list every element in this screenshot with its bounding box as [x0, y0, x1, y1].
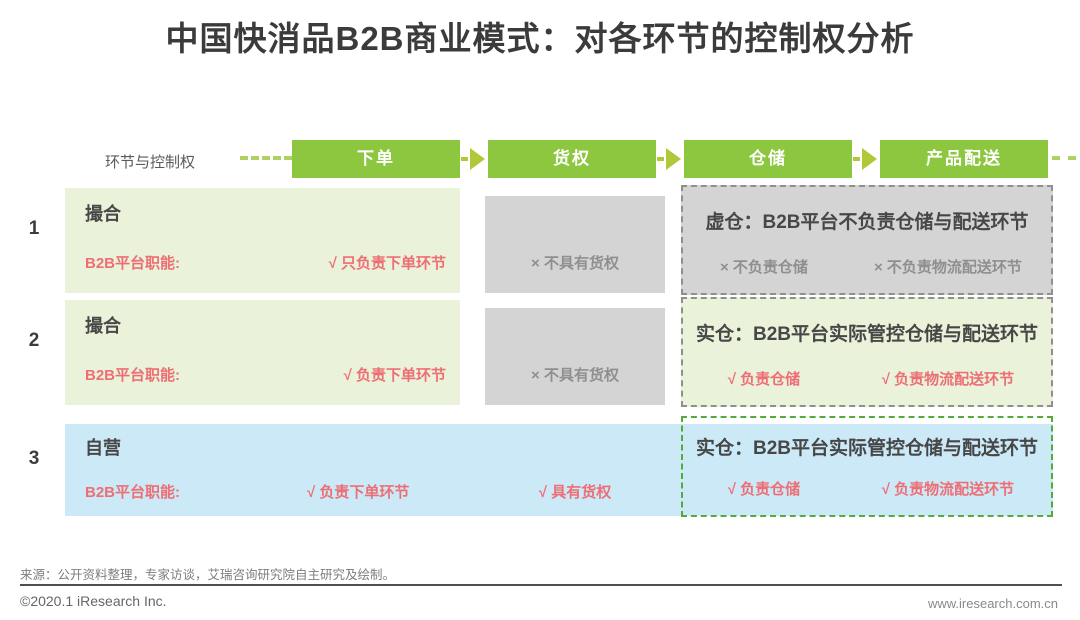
warehouse-status-item: √ 负责仓储 [727, 371, 801, 388]
order-status-item: √ 只负责下单环节 [328, 255, 446, 272]
warehouse-status-item: √ 负责仓储 [727, 481, 801, 498]
warehouse-mode-title: 实仓：B2B平台实际管控仓储与配送环节 [695, 438, 1038, 459]
mode-box: 撮合 B2B平台职能: √ 负责下单环节 [65, 300, 460, 405]
delivery-status-item: × 不负责物流配送环节 [873, 259, 1022, 276]
flow-header-label: 环节与控制权 [105, 154, 196, 171]
copyright-note: ©2020.1 iResearch Inc. [20, 593, 167, 609]
row-number: 1 [28, 218, 40, 239]
warehouse-delivery-items: √ 负责仓储 √ 负责物流配送环节 [683, 478, 1051, 499]
order-status-item: √ 负责下单环节 [307, 484, 410, 501]
footer-divider [20, 584, 1062, 586]
warehouse-delivery-box: 虚仓：B2B平台不负责仓储与配送环节 × 不负责仓储 × 不负责物流配送环节 [681, 185, 1053, 295]
stage-box-delivery: 产品配送 [880, 140, 1048, 178]
warehouse-delivery-items: √ 负责仓储 √ 负责物流配送环节 [683, 368, 1051, 389]
stage-box-goods-rights: 货权 [488, 140, 656, 178]
goods-rights-status-item: √ 具有货权 [538, 484, 612, 501]
goods-rights-status-item: × 不具有货权 [531, 367, 619, 384]
flow-arrow-icon [657, 140, 681, 178]
goods-rights-box: × 不具有货权 [485, 196, 665, 293]
dashed-connector-leading [240, 156, 292, 160]
self-operated-box: 自营 B2B平台职能: √ 负责下单环节 √ 具有货权 [65, 424, 1053, 516]
delivery-status-item: √ 负责物流配送环节 [881, 371, 1015, 388]
arrow-stub [657, 157, 664, 161]
mode-label: 撮合 [85, 316, 121, 336]
flow-arrow-icon [461, 140, 485, 178]
warehouse-mode-title: 虚仓：B2B平台不负责仓储与配送环节 [705, 212, 1029, 233]
warehouse-delivery-box: 实仓：B2B平台实际管控仓储与配送环节 √ 负责仓储 √ 负责物流配送环节 [681, 416, 1053, 517]
platform-role-label: B2B平台职能: [85, 367, 181, 384]
page-title: 中国快消品B2B商业模式：对各环节的控制权分析 [165, 20, 915, 57]
goods-rights-status-item: × 不具有货权 [531, 255, 619, 272]
arrow-stub [461, 157, 468, 161]
warehouse-delivery-box: 实仓：B2B平台实际管控仓储与配送环节 √ 负责仓储 √ 负责物流配送环节 [681, 297, 1053, 407]
row-number: 2 [28, 330, 40, 351]
arrow-triangle-icon [470, 148, 485, 170]
row-number: 3 [28, 448, 40, 469]
goods-rights-box: × 不具有货权 [485, 308, 665, 405]
delivery-status-item: √ 负责物流配送环节 [881, 481, 1015, 498]
arrow-stub [853, 157, 860, 161]
mode-label: 自营 [85, 438, 121, 458]
flow-arrow-icon [853, 140, 877, 178]
stage-box-order: 下单 [292, 140, 460, 178]
warehouse-mode-title: 实仓：B2B平台实际管控仓储与配送环节 [695, 324, 1038, 345]
arrow-triangle-icon [666, 148, 681, 170]
order-status-item: √ 负责下单环节 [343, 367, 446, 384]
warehouse-delivery-items: × 不负责仓储 × 不负责物流配送环节 [683, 256, 1051, 277]
platform-role-label: B2B平台职能: [85, 255, 181, 272]
mode-label: 撮合 [85, 204, 121, 224]
dashed-connector-trailing [1052, 156, 1076, 160]
source-note: 来源：公开资料整理，专家访谈，艾瑞咨询研究院自主研究及绘制。 [20, 568, 396, 582]
website-url: www.iresearch.com.cn [927, 596, 1058, 611]
platform-role-label: B2B平台职能: [85, 484, 181, 501]
warehouse-status-item: × 不负责仓储 [719, 259, 808, 276]
mode-box: 撮合 B2B平台职能: √ 只负责下单环节 [65, 188, 460, 293]
arrow-triangle-icon [862, 148, 877, 170]
stage-box-warehouse: 仓储 [684, 140, 852, 178]
